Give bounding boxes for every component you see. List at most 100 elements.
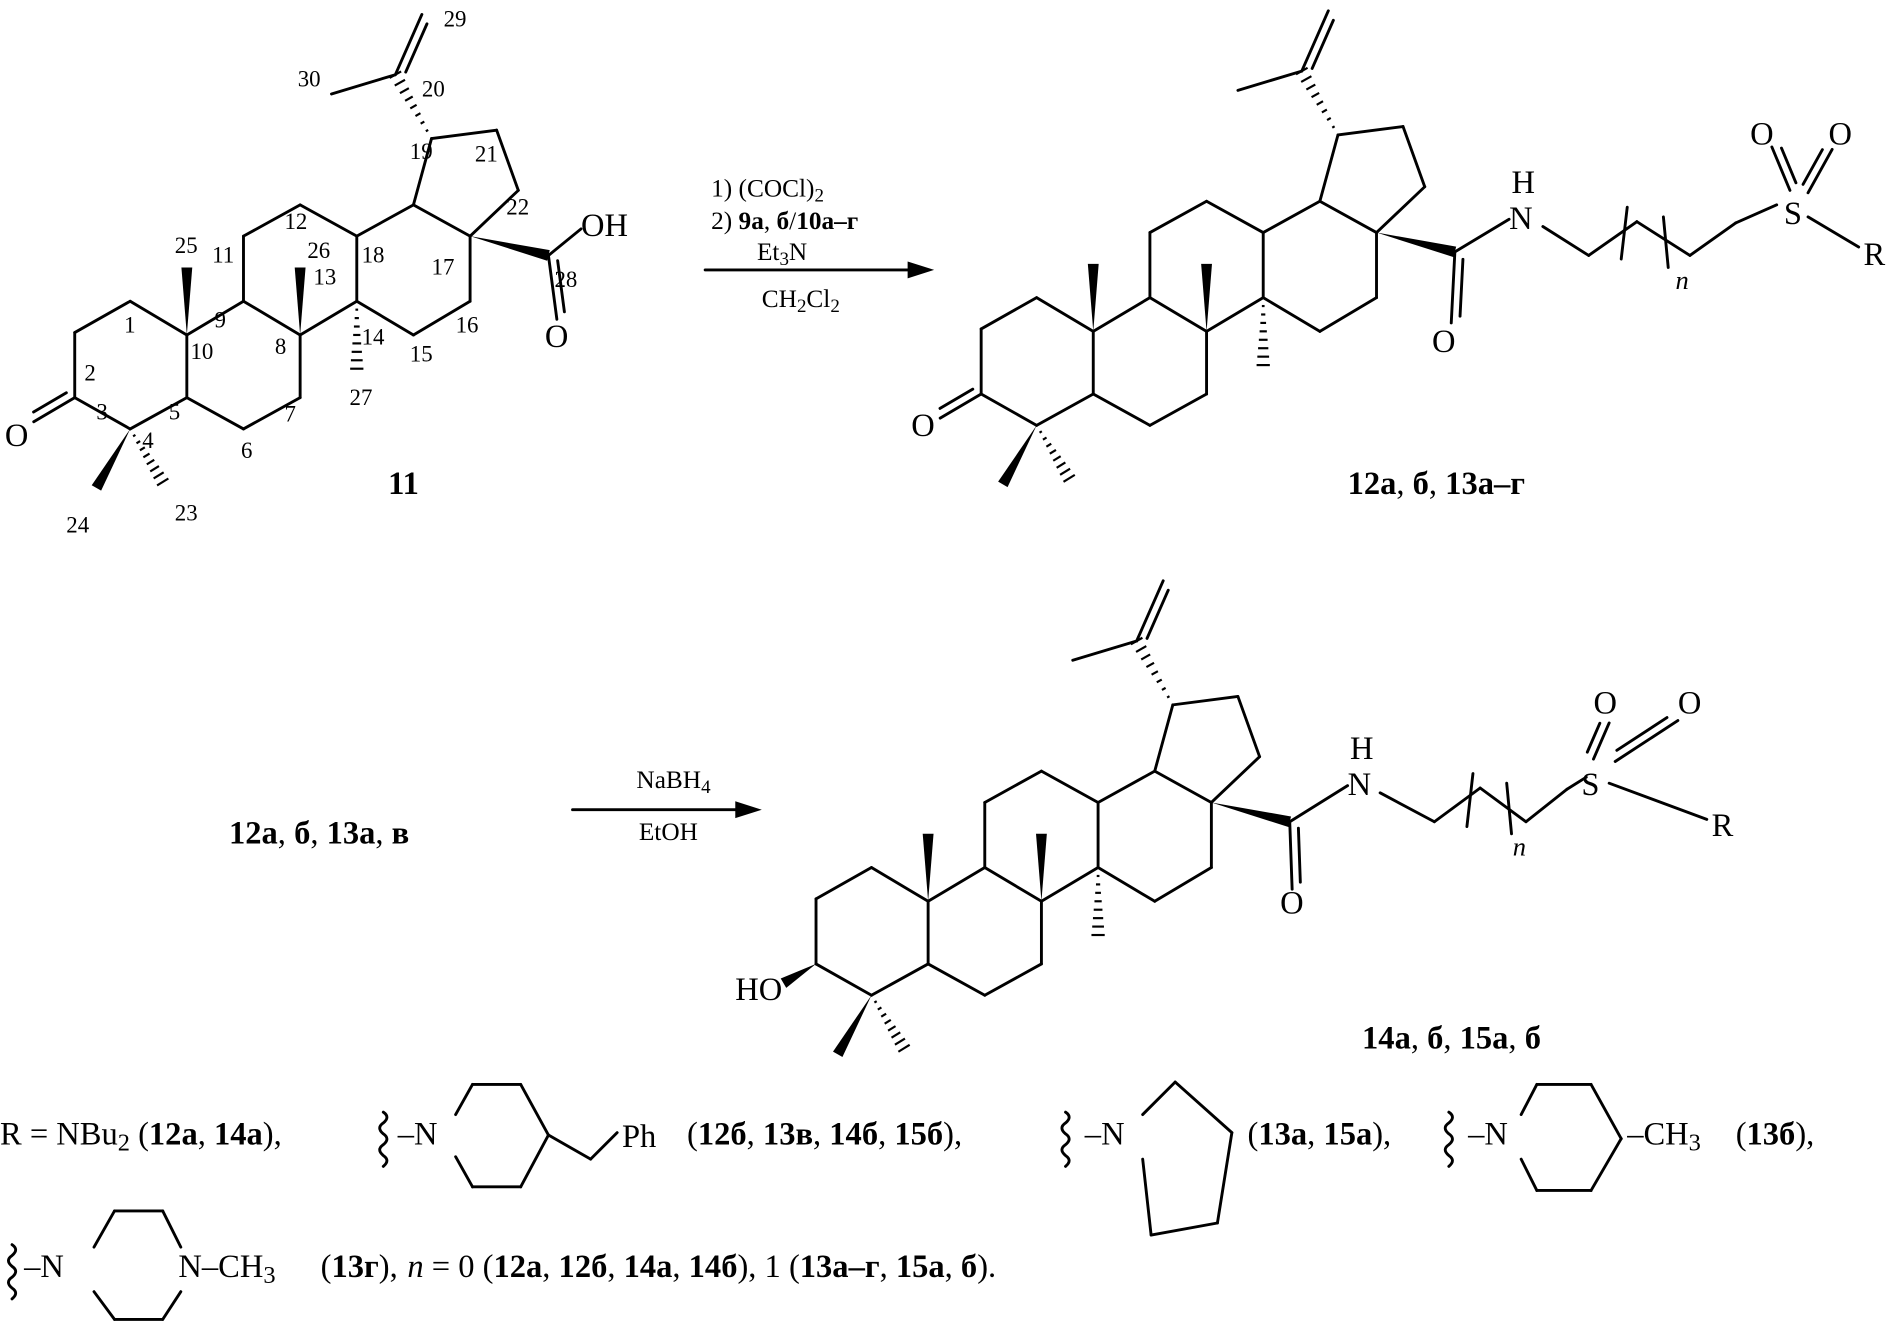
text-segment: , bbox=[607, 1249, 623, 1285]
hashed-bond bbox=[1321, 108, 1328, 114]
double-bond bbox=[1585, 721, 1602, 754]
compound-12: O O N H n S O O R 12а, б, 13а–г bbox=[911, 117, 1885, 502]
wedge-bond bbox=[1201, 263, 1212, 332]
bond bbox=[983, 769, 1043, 804]
hashed-bond bbox=[1059, 467, 1071, 476]
hashed-bond bbox=[425, 128, 429, 133]
bond bbox=[983, 866, 1043, 903]
bond bbox=[1071, 639, 1139, 662]
hashed-bond bbox=[880, 1012, 887, 1018]
double-bond bbox=[1135, 579, 1165, 643]
text-segment: 12а bbox=[229, 815, 278, 851]
text-segment: б bbox=[1525, 1020, 1541, 1056]
bond bbox=[1148, 199, 1209, 234]
double-bond bbox=[1615, 716, 1669, 752]
hashed-bond bbox=[389, 70, 402, 79]
atom-number: 16 bbox=[456, 313, 479, 338]
text-segment: NaBH bbox=[636, 766, 701, 794]
double-bond bbox=[938, 387, 975, 410]
bond bbox=[1261, 199, 1322, 234]
wedge-bond bbox=[922, 833, 934, 902]
wedge-bond bbox=[91, 428, 131, 491]
double-bond bbox=[32, 396, 77, 424]
text-segment: 13а bbox=[1258, 1117, 1307, 1153]
methylpiperazine-n: –N bbox=[23, 1249, 64, 1285]
atom-number: 2 bbox=[84, 361, 95, 386]
benzylpiperidine-ph: Ph bbox=[622, 1119, 656, 1155]
atom-number: 22 bbox=[506, 194, 529, 219]
hashed-bond bbox=[142, 452, 151, 459]
bond bbox=[1035, 296, 1095, 333]
bond bbox=[870, 866, 930, 903]
text-segment: N–CH bbox=[178, 1249, 263, 1285]
text-segment: 14а bbox=[624, 1249, 673, 1285]
hashed-bond bbox=[1326, 117, 1332, 121]
piperazine-ring bbox=[161, 1209, 183, 1249]
bond bbox=[355, 299, 415, 337]
bond bbox=[411, 203, 472, 238]
compound-label-11: 11 bbox=[388, 466, 419, 502]
bond bbox=[1236, 694, 1262, 759]
text-segment: ), bbox=[1795, 1117, 1814, 1153]
double-bond bbox=[1806, 147, 1834, 195]
double-bond bbox=[1300, 9, 1330, 73]
hashed-bond bbox=[1156, 678, 1163, 684]
parenthesis bbox=[1505, 781, 1513, 836]
double-bond bbox=[404, 22, 429, 74]
hashed-bond bbox=[897, 1043, 911, 1053]
atom-number: 13 bbox=[313, 264, 336, 289]
bond bbox=[1378, 791, 1436, 824]
piperidine-ring bbox=[1589, 1082, 1623, 1141]
bond bbox=[1153, 703, 1175, 773]
text-segment: , bbox=[945, 1249, 961, 1285]
text-segment: 14а bbox=[214, 1117, 263, 1153]
hashed-bond bbox=[1161, 686, 1167, 691]
hashed-bond bbox=[394, 78, 406, 87]
hashed-bond bbox=[149, 465, 160, 473]
r-group: R bbox=[1863, 237, 1885, 273]
atom-number: 24 bbox=[66, 513, 89, 538]
text-segment: , bbox=[1396, 466, 1412, 502]
sulfonyl-oxygen-1: O bbox=[1593, 685, 1616, 721]
solvent: CH2Cl2 bbox=[762, 285, 840, 317]
arrow-head bbox=[735, 801, 762, 819]
atom-number: 19 bbox=[410, 139, 433, 164]
reactant-label: 12а, б, 13а, в bbox=[229, 815, 409, 851]
reaction-step-2: 12а, б, 13а, в NaBH4 EtOH bbox=[229, 766, 711, 851]
hashed-bond bbox=[1166, 695, 1171, 699]
text-segment: 13г bbox=[331, 1249, 378, 1285]
hashed-bond bbox=[135, 440, 141, 445]
bond bbox=[1587, 220, 1639, 257]
n-values: n = 0 (12а, 12б, 14а, 14б), 1 (13а–г, 15… bbox=[407, 1249, 996, 1285]
text-segment: , bbox=[880, 1249, 896, 1285]
bond bbox=[495, 128, 520, 192]
bond bbox=[298, 299, 359, 337]
atom-number: 11 bbox=[212, 243, 234, 268]
double-bond bbox=[32, 391, 68, 414]
bond bbox=[242, 396, 302, 431]
piperazine-ring bbox=[92, 1290, 116, 1321]
text-segment: 14б bbox=[829, 1117, 878, 1153]
hashed-bond bbox=[1311, 91, 1320, 99]
hashed-bond bbox=[1295, 66, 1309, 76]
atom-number: 28 bbox=[554, 267, 577, 292]
double-bond bbox=[546, 253, 559, 321]
hashed-bond bbox=[873, 1000, 878, 1004]
reagent-1: 1) (COCl)2 bbox=[711, 174, 824, 206]
piperidine-ring bbox=[1519, 1082, 1539, 1116]
text-segment: б bbox=[1413, 466, 1429, 502]
piperidine-ring bbox=[454, 1155, 474, 1189]
text-segment: ), bbox=[1372, 1117, 1391, 1153]
text-segment: N bbox=[789, 238, 807, 266]
bond bbox=[1261, 296, 1322, 333]
attachment-point-icon bbox=[1060, 1110, 1071, 1168]
bond bbox=[1096, 769, 1157, 804]
hashed-bond bbox=[1056, 461, 1066, 469]
methylpiperidine-n: –N bbox=[1467, 1117, 1508, 1153]
bond bbox=[1318, 133, 1340, 203]
bond bbox=[242, 299, 302, 337]
bond bbox=[1171, 694, 1240, 707]
chain-repeat-n: n bbox=[1675, 265, 1688, 295]
text-segment: ). bbox=[977, 1249, 996, 1285]
text-segment: 12а bbox=[1348, 466, 1397, 502]
